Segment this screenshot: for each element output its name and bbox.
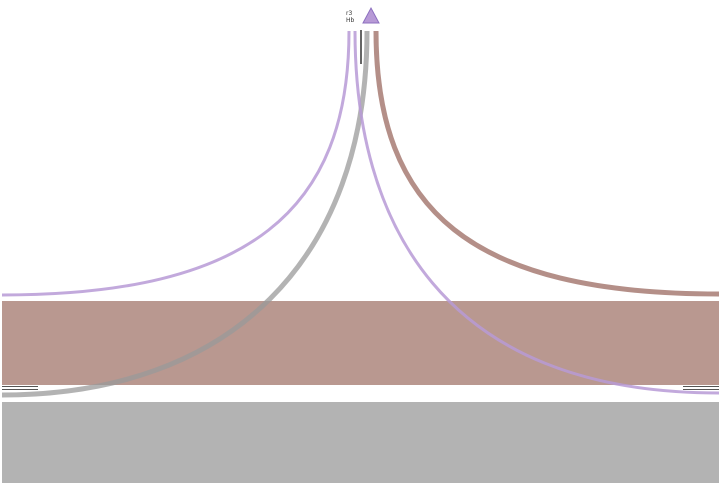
- brown-flow-edge: [373, 30, 720, 297]
- node-label-line-2: Hb: [346, 17, 355, 24]
- brown-band: [2, 301, 719, 385]
- purple-flow-edge-right: [353, 30, 720, 395]
- node-label-line-1: r3: [346, 10, 352, 17]
- gray-flow-edge: [1, 30, 370, 398]
- purple-flow-edge-left: [1, 30, 351, 297]
- triangle-icon[interactable]: [362, 6, 380, 24]
- gray-band: [2, 402, 719, 483]
